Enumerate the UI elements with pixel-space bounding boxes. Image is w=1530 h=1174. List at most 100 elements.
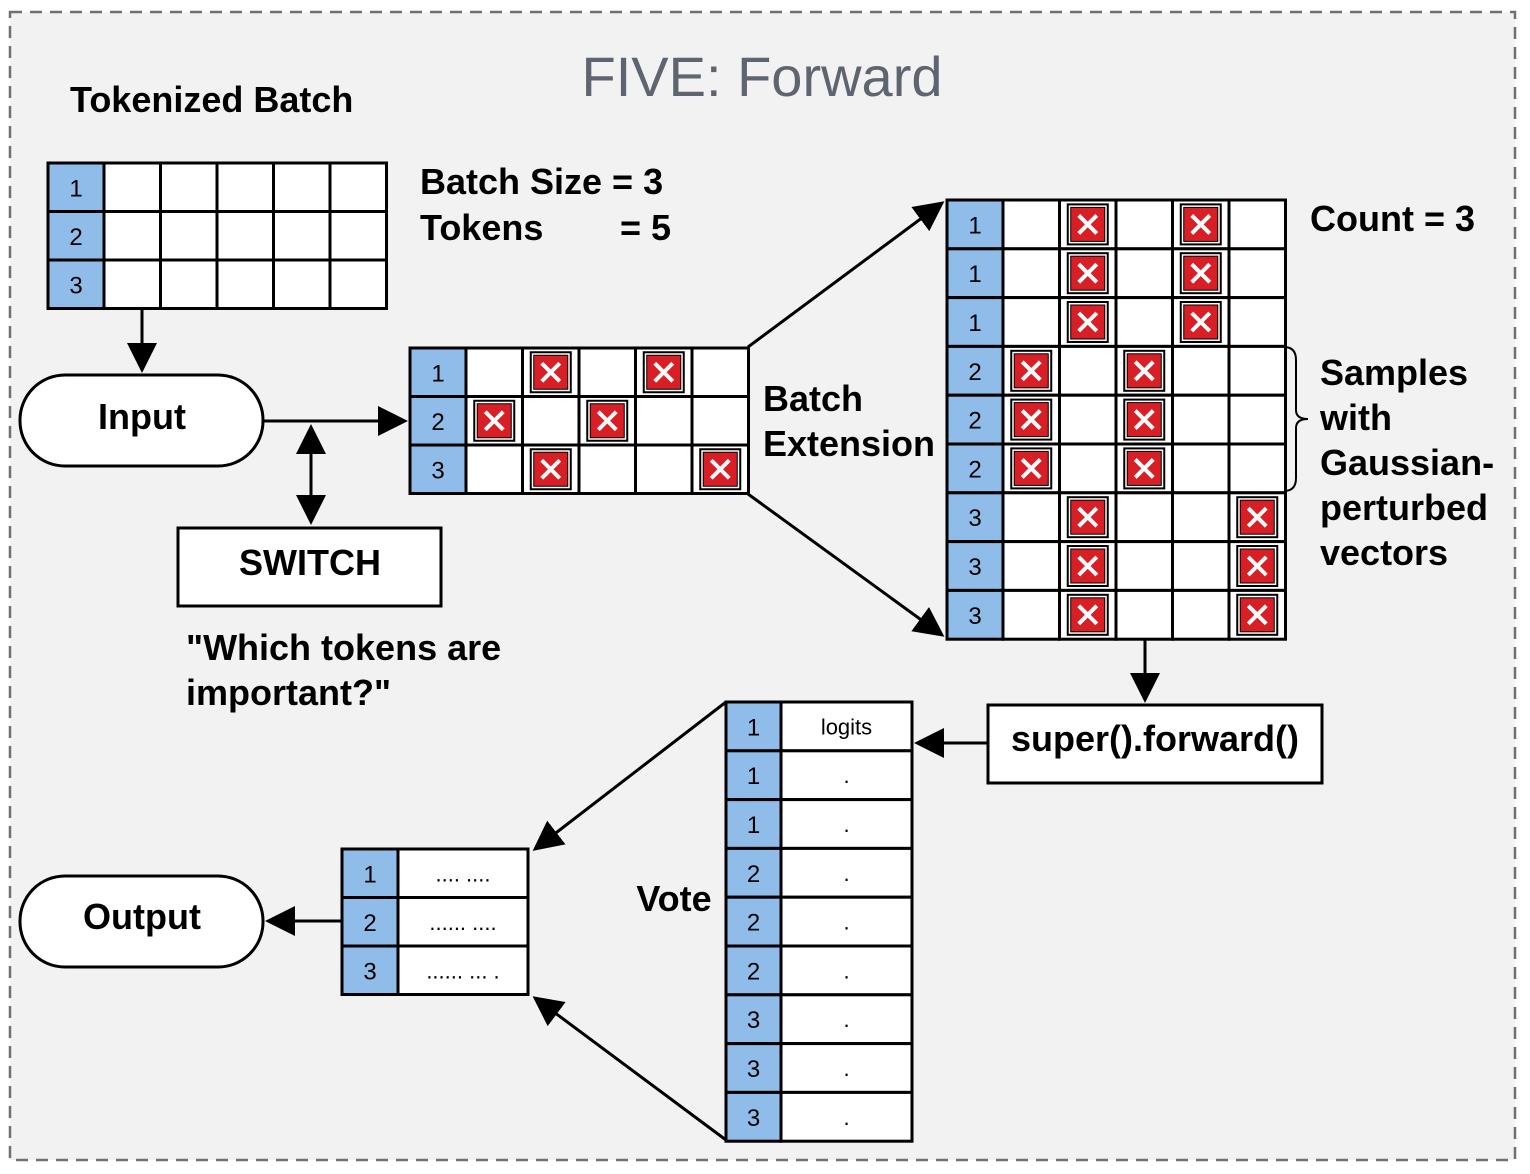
row-id-text: 1 xyxy=(69,175,82,202)
token-cell xyxy=(159,210,219,262)
token-cell xyxy=(779,1090,914,1143)
token-cell xyxy=(1001,247,1061,300)
token-cell xyxy=(634,443,694,495)
table-row: 1 logits xyxy=(724,700,914,753)
table-row: 3 xyxy=(945,491,1287,544)
row-id-cell xyxy=(945,588,1005,641)
value-text: . xyxy=(843,1007,849,1032)
tokenized-batch-label: Tokenized Batch xyxy=(70,79,353,120)
arrow-extension-bottom xyxy=(747,492,945,637)
token-cell xyxy=(1227,247,1287,300)
token-cell xyxy=(102,210,162,262)
value-text: ...... ... . xyxy=(426,958,499,983)
x-mark-icon xyxy=(473,399,516,442)
value-text: .... .... xyxy=(435,861,490,886)
count-label: Count = 3 xyxy=(1310,198,1475,239)
samples-note-line: with xyxy=(1319,397,1392,438)
token-cell xyxy=(1171,393,1231,446)
token-cell xyxy=(1227,442,1287,495)
batch-size-text: Batch Size = 3 xyxy=(420,161,663,202)
x-mark-icon xyxy=(529,351,572,394)
value-text: . xyxy=(843,763,849,788)
token-cell xyxy=(779,749,914,802)
value-text: logits xyxy=(821,714,872,739)
table-row: 3 xyxy=(46,258,388,310)
row-id-cell xyxy=(945,296,1005,348)
samples-note-line: vectors xyxy=(1320,532,1448,573)
token-cell xyxy=(779,944,914,997)
x-mark-icon xyxy=(1066,545,1109,587)
table-row: 3 xyxy=(408,443,750,495)
input-label: Input xyxy=(98,396,186,437)
row-id-text: 2 xyxy=(747,910,760,937)
x-mark-icon xyxy=(1066,203,1109,246)
switch-caption-line1: "Which tokens are xyxy=(186,627,501,668)
token-cell xyxy=(1114,247,1174,300)
row-id-text: 1 xyxy=(747,714,760,741)
row-id-cell xyxy=(724,944,783,997)
forward-label: super().forward() xyxy=(1011,718,1299,759)
token-cell xyxy=(396,847,530,899)
row-id-text: 1 xyxy=(968,261,981,288)
table-row: 1 xyxy=(945,247,1287,300)
value-text: . xyxy=(843,1105,849,1130)
row-id-text: 3 xyxy=(431,457,444,484)
row-id-cell xyxy=(945,247,1005,300)
token-cell xyxy=(1001,588,1061,641)
x-mark-icon xyxy=(642,351,685,394)
arrow-vote-top xyxy=(532,700,727,851)
x-mark-icon xyxy=(1066,593,1109,636)
x-mark-icon xyxy=(1066,252,1109,295)
table-row: 1. xyxy=(724,798,914,850)
samples-note-line: Gaussian- xyxy=(1320,442,1494,483)
token-cell xyxy=(102,258,162,310)
tokenized-batch-table: 123 xyxy=(46,161,388,310)
token-cell xyxy=(1227,393,1287,446)
row-id-text: 3 xyxy=(968,603,981,630)
row-id-cell xyxy=(408,395,468,447)
x-mark-icon xyxy=(586,399,629,442)
token-cell xyxy=(159,161,219,213)
samples-brace xyxy=(1283,346,1309,492)
row-id-cell xyxy=(724,846,783,899)
value-text: . xyxy=(843,812,849,837)
output-node xyxy=(18,874,265,969)
token-cell xyxy=(272,161,332,213)
row-id-text: 3 xyxy=(968,554,981,581)
table-row: 2...... .... xyxy=(340,896,530,948)
token-cell xyxy=(215,161,275,213)
row-id-text: 1 xyxy=(431,360,444,387)
token-cell xyxy=(1171,344,1231,397)
table-row: 3. xyxy=(724,1090,914,1143)
switch-caption-line2: important?" xyxy=(186,672,391,713)
row-id-text: 1 xyxy=(363,861,376,888)
row-id-cell xyxy=(945,198,1005,251)
x-mark-icon xyxy=(1236,496,1279,539)
x-mark-icon xyxy=(1123,398,1166,441)
row-id-text: 3 xyxy=(69,272,82,299)
table-row: 2 xyxy=(408,395,750,447)
token-cell xyxy=(1114,296,1174,348)
table-row: 3. xyxy=(724,993,914,1046)
token-cell xyxy=(215,210,275,262)
x-mark-icon xyxy=(1066,301,1109,343)
token-cell xyxy=(464,443,524,495)
token-cell xyxy=(634,395,694,447)
samples-note-line: Samples xyxy=(1320,352,1468,393)
masked-batch-table: 1 2 3 xyxy=(408,346,750,495)
token-cell xyxy=(779,846,914,899)
x-mark-icon xyxy=(699,448,742,491)
token-cell xyxy=(1171,442,1231,495)
token-cell xyxy=(1058,344,1118,397)
token-cell xyxy=(690,395,750,447)
table-row: 2 xyxy=(945,442,1287,495)
row-id-text: 2 xyxy=(968,456,981,483)
row-id-cell xyxy=(724,1042,783,1094)
table-row: 3 xyxy=(945,540,1287,592)
table-row: 3 xyxy=(945,588,1287,641)
token-cell xyxy=(1001,491,1061,544)
table-row: 1 .... .... xyxy=(340,847,530,899)
token-cell xyxy=(1114,588,1174,641)
